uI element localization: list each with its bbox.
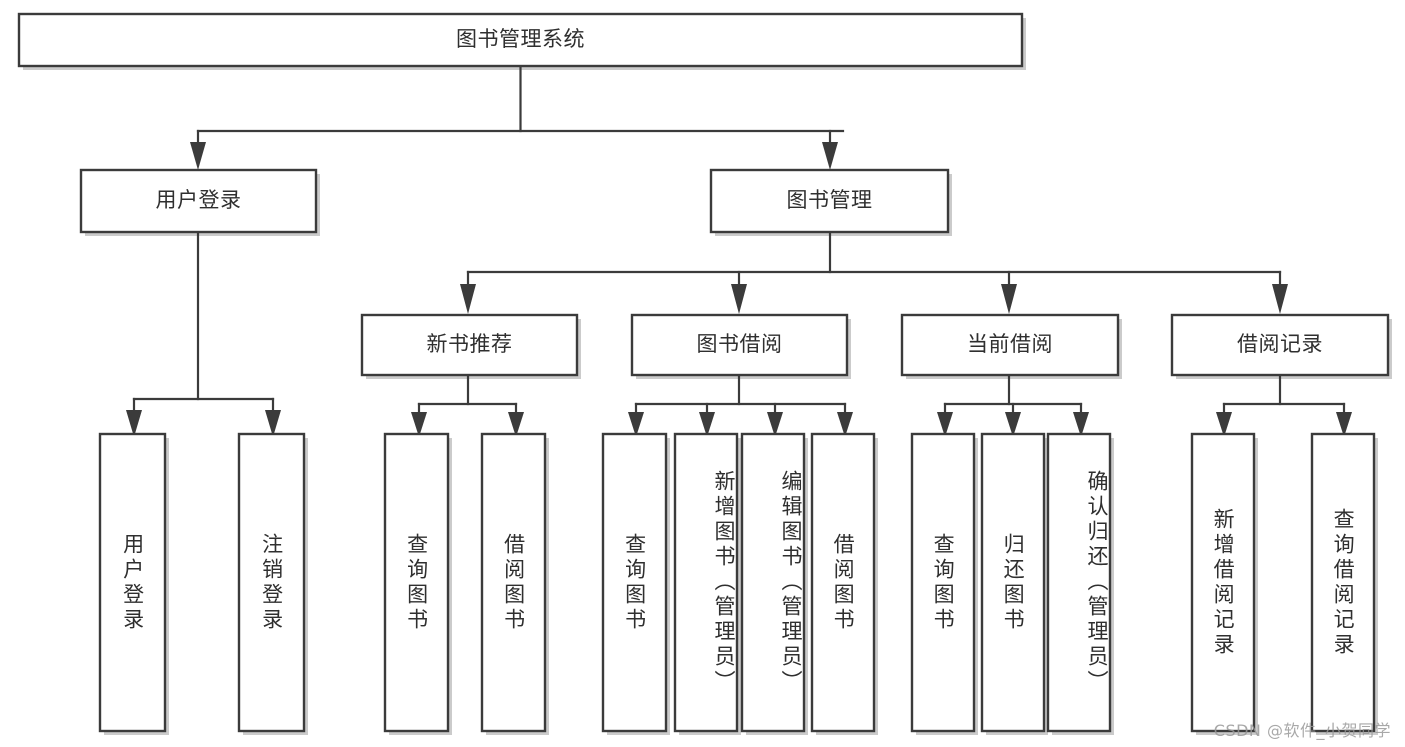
connector-current-borrow-to-leaves [937,373,1089,437]
node-box-book-manage[interactable] [709,168,950,234]
connector-new-book-recommend-to-leaves [411,373,524,437]
node-box-leaf-confirm-return[interactable] [1046,432,1112,733]
node-box-borrow-record[interactable] [1170,313,1390,377]
node-box-leaf-query-book-3[interactable] [910,432,976,733]
node-box-leaf-user-login[interactable] [98,432,167,733]
node-box-current-borrow[interactable] [900,313,1120,377]
node-box-leaf-query-book-1[interactable] [383,432,450,733]
node-box-user-login[interactable] [79,168,318,234]
connector-borrow-record-to-leaves [1216,373,1352,437]
connector-user-login-to-leaves [126,230,281,437]
node-box-leaf-logout-login[interactable] [237,432,306,733]
connector-book-borrow-to-leaves [628,373,853,437]
connector-book-manage-to-level3 [460,230,1288,314]
node-box-leaf-return-book[interactable] [980,432,1046,733]
watermark: CSDN @软件_小贺同学 [1213,721,1391,740]
node-box-leaf-query-book-2[interactable] [601,432,668,733]
node-box-leaf-add-book[interactable] [673,432,739,733]
node-box-leaf-add-record[interactable] [1190,432,1256,733]
connector-root-to-level2 [190,64,845,170]
node-box-leaf-edit-book[interactable] [740,432,806,733]
node-box-leaf-borrow-book-1[interactable] [480,432,547,733]
node-box-leaf-borrow-book-2[interactable] [810,432,876,733]
node-box-leaf-query-record[interactable] [1310,432,1376,733]
node-box-new-book-recommend[interactable] [360,313,579,377]
node-box-root[interactable] [17,12,1024,68]
node-box-book-borrow[interactable] [630,313,849,377]
